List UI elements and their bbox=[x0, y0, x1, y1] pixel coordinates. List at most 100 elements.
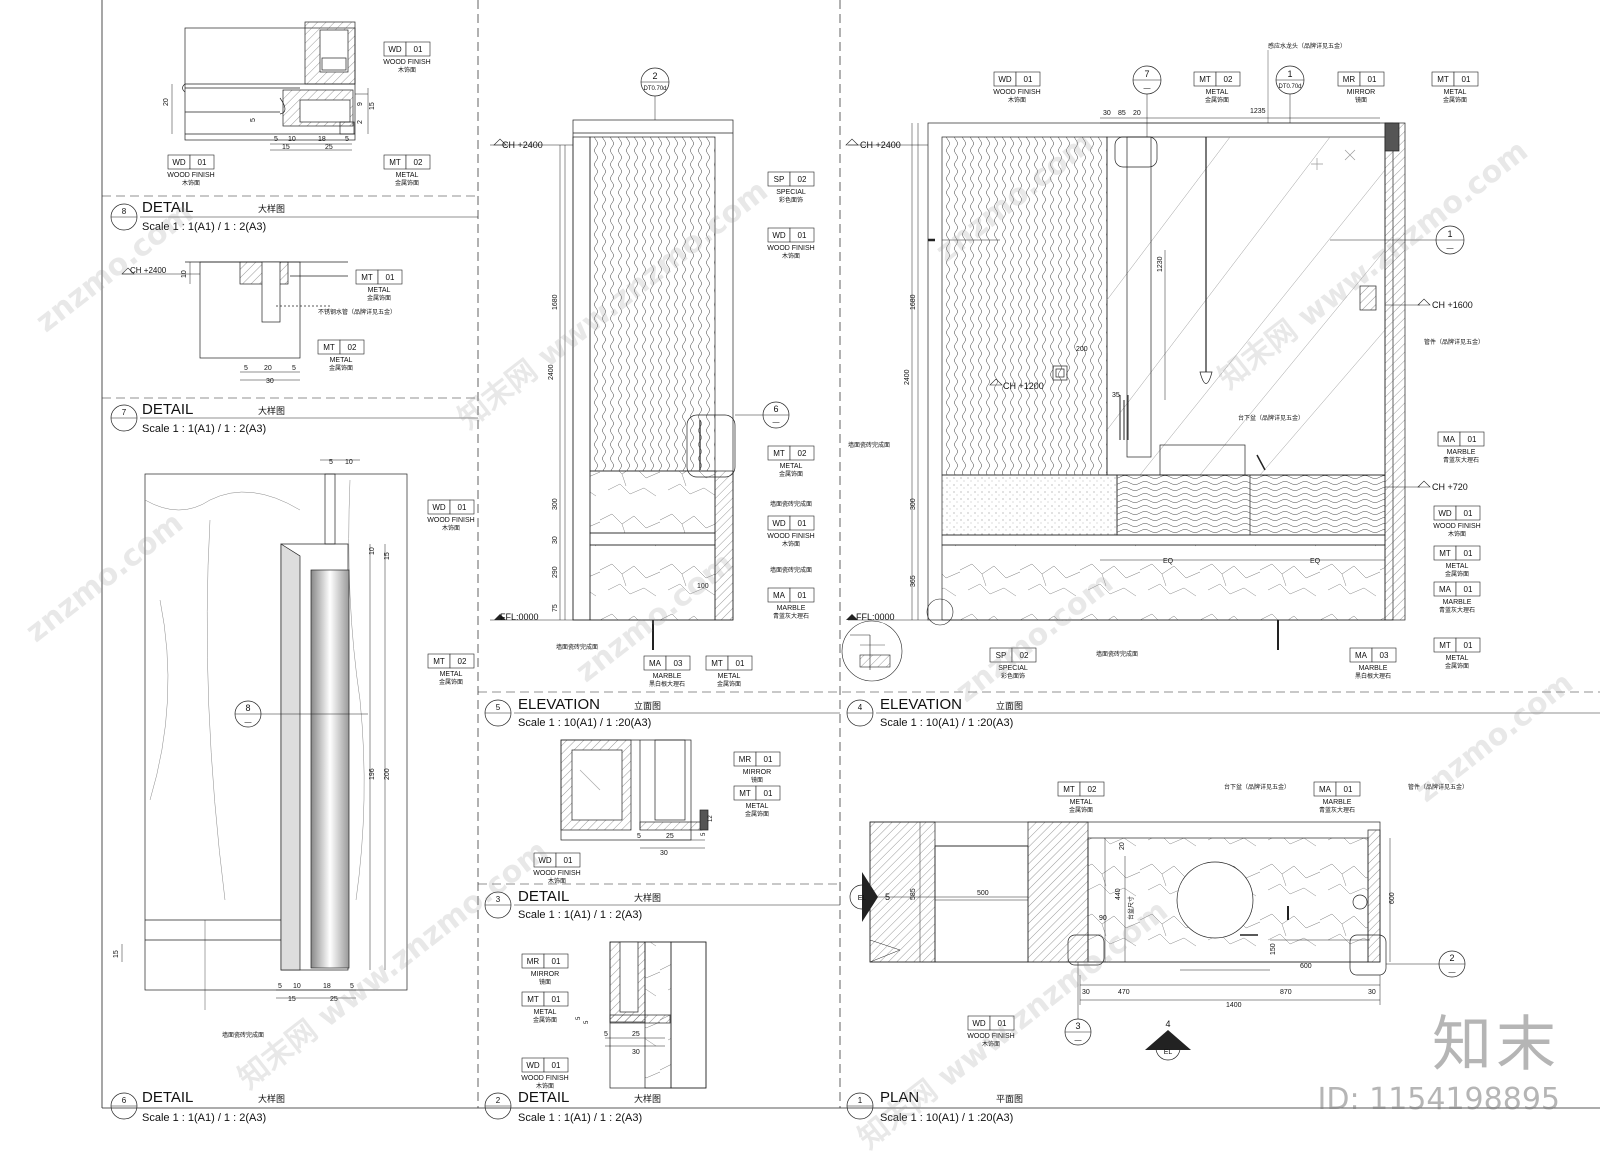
title-block-detail-3: 3 DETAIL 大样图 Scale 1 : 1(A1) / 1 : 2(A3) bbox=[484, 888, 840, 921]
svg-text:01: 01 bbox=[414, 45, 423, 54]
svg-text:MT: MT bbox=[527, 995, 539, 1004]
svg-text:黑白根大理石: 黑白根大理石 bbox=[649, 680, 685, 688]
view-title: DETAIL bbox=[142, 199, 193, 216]
title-block-elevation-4: 4 ELEVATION 立面图 Scale 1 : 10(A1) / 1 :20… bbox=[846, 696, 1600, 729]
view-title-cn: 立面图 bbox=[996, 700, 1023, 711]
view-title: PLAN bbox=[880, 1089, 919, 1106]
svg-text:470: 470 bbox=[1118, 989, 1130, 996]
svg-text:EL: EL bbox=[1164, 1049, 1173, 1056]
svg-text:WD: WD bbox=[772, 519, 786, 528]
svg-text:5: 5 bbox=[350, 983, 354, 990]
svg-text:金属饰面: 金属饰面 bbox=[533, 1016, 557, 1024]
svg-text:75: 75 bbox=[552, 604, 559, 612]
view-scale: Scale 1 : 1(A1) / 1 : 2(A3) bbox=[142, 1112, 266, 1124]
view-number: 2 bbox=[496, 1096, 501, 1105]
svg-text:1235: 1235 bbox=[1250, 108, 1266, 115]
svg-text:台下盆（品牌详见五金）: 台下盆（品牌详见五金） bbox=[1238, 414, 1304, 422]
svg-text:墙面瓷砖完成面: 墙面瓷砖完成面 bbox=[848, 441, 890, 449]
svg-text:5: 5 bbox=[278, 983, 282, 990]
svg-text:金属饰面: 金属饰面 bbox=[395, 179, 419, 187]
svg-text:440: 440 bbox=[1115, 888, 1122, 900]
svg-text:WD: WD bbox=[1438, 509, 1452, 518]
view-scale: Scale 1 : 1(A1) / 1 : 2(A3) bbox=[142, 221, 266, 233]
svg-text:CH +2400: CH +2400 bbox=[860, 140, 901, 150]
callout-8: 8 — bbox=[234, 700, 368, 728]
svg-text:4: 4 bbox=[1165, 1019, 1170, 1029]
elevation-4-circle-detail bbox=[841, 598, 954, 682]
svg-text:200: 200 bbox=[384, 768, 391, 780]
detail-3-dim-labels: 5 25 30 12 5 bbox=[637, 815, 714, 857]
svg-text:01: 01 bbox=[1464, 641, 1473, 650]
callout-6: 6 — bbox=[735, 401, 790, 429]
callout-1-side: 1 — bbox=[1330, 225, 1465, 255]
svg-text:墙面瓷砖完成面: 墙面瓷砖完成面 bbox=[222, 1031, 264, 1039]
svg-text:MT: MT bbox=[1437, 75, 1449, 84]
svg-text:METAL: METAL bbox=[718, 673, 741, 680]
svg-text:1400: 1400 bbox=[1226, 1002, 1242, 1009]
svg-text:WOOD FINISH: WOOD FINISH bbox=[427, 517, 474, 524]
title-block-detail-6: 6 DETAIL 大样图 Scale 1 : 1(A1) / 1 : 2(A3) bbox=[110, 1089, 285, 1124]
svg-text:30: 30 bbox=[1082, 989, 1090, 996]
svg-text:25: 25 bbox=[632, 1031, 640, 1038]
view-title-cn: 大样图 bbox=[634, 892, 661, 903]
svg-text:01: 01 bbox=[1344, 785, 1353, 794]
title-block-detail-8: 8 DETAIL 大样图 Scale 1 : 1(A1) / 1 : 2(A3) bbox=[110, 199, 478, 233]
svg-text:10: 10 bbox=[345, 459, 353, 466]
svg-text:1230: 1230 bbox=[1157, 256, 1164, 272]
svg-text:METAL: METAL bbox=[440, 671, 463, 678]
view-title-cn: 大样图 bbox=[258, 1093, 285, 1104]
svg-text:金属饰面: 金属饰面 bbox=[717, 680, 741, 688]
svg-text:10: 10 bbox=[288, 136, 296, 143]
svg-text:不锈钢水管（品牌详见五金）: 不锈钢水管（品牌详见五金） bbox=[318, 308, 396, 316]
svg-text:METAL: METAL bbox=[1446, 563, 1469, 570]
svg-text:MA: MA bbox=[1319, 785, 1332, 794]
svg-text:METAL: METAL bbox=[396, 172, 419, 179]
svg-text:30: 30 bbox=[632, 1049, 640, 1056]
svg-text:青蓝灰大理石: 青蓝灰大理石 bbox=[1319, 806, 1355, 814]
svg-text:1680: 1680 bbox=[552, 294, 559, 310]
svg-text:台下盆（品牌详见五金）: 台下盆（品牌详见五金） bbox=[1224, 783, 1290, 791]
detail-7-drawing bbox=[185, 261, 348, 359]
svg-text:WOOD FINISH: WOOD FINISH bbox=[993, 89, 1040, 96]
svg-text:WOOD FINISH: WOOD FINISH bbox=[767, 245, 814, 252]
svg-text:5: 5 bbox=[244, 365, 248, 372]
svg-text:METAL: METAL bbox=[1446, 655, 1469, 662]
svg-text:01: 01 bbox=[1464, 585, 1473, 594]
svg-text:20: 20 bbox=[1119, 842, 1126, 850]
svg-text:木饰面: 木饰面 bbox=[548, 877, 566, 885]
svg-text:30: 30 bbox=[266, 378, 274, 385]
view-number: 1 bbox=[858, 1096, 863, 1105]
view-scale: Scale 1 : 10(A1) / 1 :20(A3) bbox=[518, 717, 651, 729]
svg-text:20: 20 bbox=[163, 98, 170, 106]
view-scale: Scale 1 : 10(A1) / 1 :20(A3) bbox=[880, 1112, 1013, 1124]
svg-text:01: 01 bbox=[564, 856, 573, 865]
svg-text:墙面瓷砖完成面: 墙面瓷砖完成面 bbox=[770, 566, 812, 574]
svg-text:5: 5 bbox=[274, 136, 278, 143]
svg-text:85: 85 bbox=[1118, 110, 1126, 117]
svg-text:WD: WD bbox=[432, 503, 446, 512]
svg-text:5: 5 bbox=[329, 459, 333, 466]
svg-text:30: 30 bbox=[1368, 989, 1376, 996]
svg-text:墙面瓷砖完成面: 墙面瓷砖完成面 bbox=[770, 500, 812, 508]
view-title: DETAIL bbox=[142, 1089, 193, 1106]
title-block-detail-2: 2 DETAIL 大样图 Scale 1 : 1(A1) / 1 : 2(A3) bbox=[484, 1089, 661, 1124]
svg-text:SPECIAL: SPECIAL bbox=[776, 189, 806, 196]
svg-text:02: 02 bbox=[798, 449, 807, 458]
svg-text:WD: WD bbox=[538, 856, 552, 865]
svg-text:WD: WD bbox=[772, 231, 786, 240]
detail-8-dim-labels: 20 5 15 9 2 5 10 18 5 15 25 bbox=[163, 98, 376, 151]
svg-text:02: 02 bbox=[348, 343, 357, 352]
callout-2-top: 2 DT0.70d bbox=[640, 67, 670, 120]
svg-text:9: 9 bbox=[357, 102, 364, 106]
svg-text:03: 03 bbox=[1380, 651, 1389, 660]
svg-text:01: 01 bbox=[458, 503, 467, 512]
svg-text:01: 01 bbox=[552, 957, 561, 966]
